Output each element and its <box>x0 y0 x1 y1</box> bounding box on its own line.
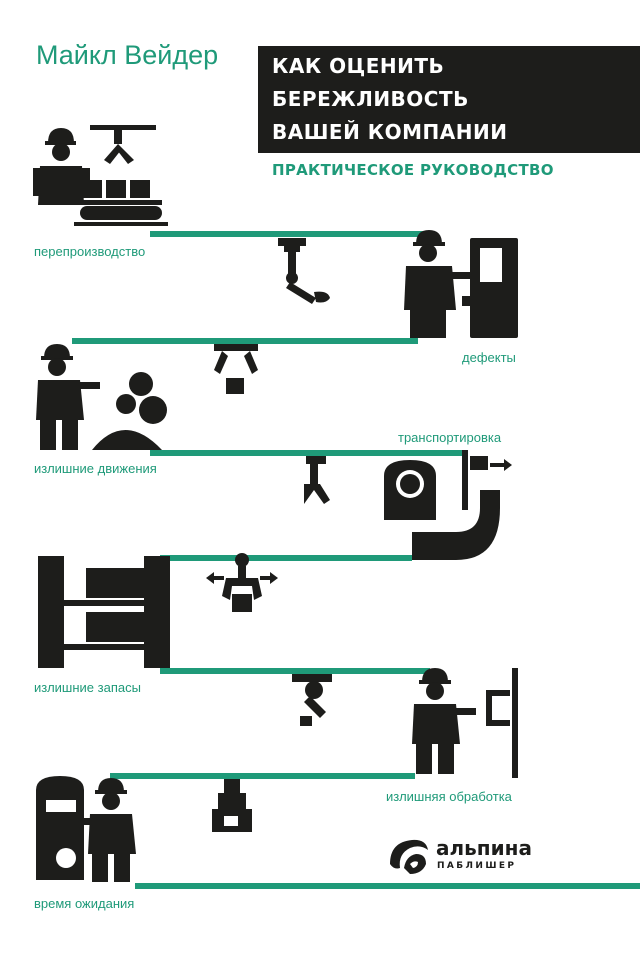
claw-icon <box>214 344 258 394</box>
subtitle: ПРАКТИЧЕСКОЕ РУКОВОДСТВО <box>272 161 554 179</box>
moving-claw-icon <box>206 553 278 612</box>
title-box: КАК ОЦЕНИТЬ БЕРЕЖЛИВОСТЬ ВАШЕЙ КОМПАНИИ <box>258 46 640 153</box>
title-line-2: БЕРЕЖЛИВОСТЬ <box>272 87 469 111</box>
conveyor-line-1 <box>150 231 430 237</box>
publisher-subtitle: ПАБЛИШЕР <box>437 861 517 871</box>
press-machine-icon <box>36 776 84 880</box>
label-transportation: транспортировка <box>398 430 502 445</box>
gears-icon <box>92 372 167 450</box>
publisher-logo: альпина ПАБЛИШЕР <box>386 834 536 878</box>
conveyor-line-5 <box>160 668 430 674</box>
label-excess-motion: излишние движения <box>34 461 157 476</box>
worker-topview-icon <box>384 460 436 520</box>
author-name: Майкл Вейдер <box>36 40 219 70</box>
worker-icon <box>404 230 474 338</box>
publisher-logo-icon <box>390 839 428 874</box>
label-overproduction: перепроизводство <box>34 244 146 259</box>
label-overprocessing: излишняя обработка <box>386 789 512 804</box>
robot-arm-icon <box>90 125 156 164</box>
conveyor-line-6 <box>110 773 415 779</box>
publisher-name: альпина <box>436 836 532 860</box>
label-defects: дефекты <box>462 350 516 365</box>
worker-icon <box>72 778 136 882</box>
chute-icon <box>412 450 512 560</box>
lever-panel-icon <box>486 668 518 778</box>
worker-icon <box>36 344 100 450</box>
conveyor-line-4 <box>160 555 412 561</box>
robot-arm-icon <box>278 238 330 304</box>
conveyor-belt-icon <box>74 180 168 226</box>
label-excess-inventory: излишние запасы <box>34 680 141 695</box>
conveyor-line-7 <box>135 883 640 889</box>
claw-icon <box>304 456 330 504</box>
shelf-icon <box>38 556 170 668</box>
worker-icon <box>412 668 476 774</box>
conveyor-lines <box>72 231 640 889</box>
title-line-1: КАК ОЦЕНИТЬ <box>272 54 445 78</box>
machine-icon <box>462 238 518 338</box>
label-waiting-time: время ожидания <box>34 896 135 911</box>
worker-icon <box>33 128 90 205</box>
conveyor-line-2 <box>72 338 418 344</box>
conveyor-line-3 <box>150 450 465 456</box>
title-line-3: ВАШЕЙ КОМПАНИИ <box>272 120 508 144</box>
small-robot-icon <box>212 779 252 832</box>
robot-arm-icon <box>292 674 332 726</box>
